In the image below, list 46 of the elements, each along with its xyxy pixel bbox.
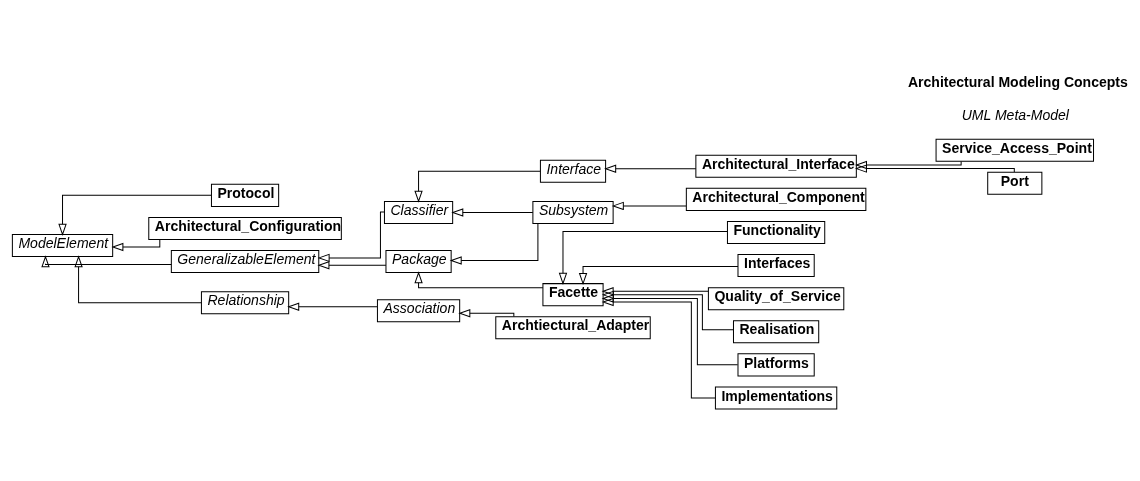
arrow [602,286,709,295]
arrow [612,201,687,210]
arrow [602,293,739,365]
arrow [602,290,734,330]
node-box: Protocol [210,183,280,207]
node-box: Relationship [200,290,290,314]
node-box: Subsystem [532,200,614,224]
node-box: Platforms [737,352,815,376]
node-box: Facette [542,282,604,306]
arrow [558,230,728,284]
node-box: Realisation [733,319,820,343]
arrow [318,260,387,269]
arrow [602,297,716,398]
node-box: Implementations [714,385,838,409]
label: UML Meta-Model [961,106,1069,123]
node-box: ModelElement [11,233,114,257]
node-box: Port [987,171,1043,195]
node-box: GeneralizableElement [170,249,320,273]
node-box: Archtiectural_Adapter [495,315,651,339]
node-box: Quality_of_Service [707,286,845,310]
arrow [414,271,544,288]
arrow [414,170,541,202]
arrow [579,265,739,284]
node-box: Functionality [726,220,826,244]
node-box: Architectural_Interface [695,154,857,178]
arrow [855,164,1015,173]
label: Architectural Modeling Concepts [907,73,1128,90]
node-box: Interfaces [737,253,815,277]
arrow [459,308,515,317]
arrow [288,302,378,311]
arrow [605,164,697,173]
node-box: Package [385,249,452,273]
arrow [41,255,172,267]
node-box: Interface [539,159,607,183]
arrow [112,238,161,251]
node-box: Classifier [383,200,454,224]
arrow [318,210,385,262]
node-box: Architectural_Component [685,187,867,211]
node-box: Service_Access_Point [935,138,1094,162]
arrow [74,255,202,303]
arrow [58,194,212,235]
arrow [450,222,539,265]
node-box: Association [376,298,461,322]
arrow [452,207,534,216]
arrow [855,160,962,169]
node-box: Architectural_Configuration [148,216,342,240]
